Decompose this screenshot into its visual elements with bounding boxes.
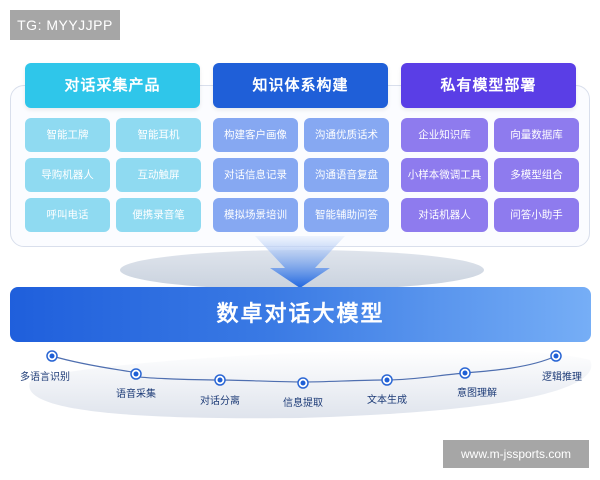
watermark-top: TG: MYYJJPP — [10, 10, 120, 40]
feature-card: 向量数据库 — [494, 118, 579, 152]
capability-label: 多语言识别 — [20, 372, 70, 383]
feature-card: 小样本微调工具 — [401, 158, 488, 192]
feature-card: 对话机器人 — [401, 198, 488, 232]
column-header: 知识体系构建 — [213, 63, 388, 108]
column-header: 私有模型部署 — [401, 63, 576, 108]
feature-card: 沟通语音复盘 — [304, 158, 389, 192]
feature-card: 智能工牌 — [25, 118, 110, 152]
column-dialog-collection: 对话采集产品 智能工牌 智能耳机 导购机器人 互动触屏 呼叫电话 便携录音笔 — [25, 63, 201, 232]
feature-card: 互动触屏 — [116, 158, 201, 192]
feature-card: 便携录音笔 — [116, 198, 201, 232]
feature-card: 多模型组合 — [494, 158, 579, 192]
column-header: 对话采集产品 — [25, 63, 200, 108]
model-title-bar: 数卓对话大模型 — [10, 287, 591, 342]
feature-card: 智能辅助问答 — [304, 198, 389, 232]
watermark-bottom: www.m-jssports.com — [443, 440, 589, 468]
capability-label: 意图理解 — [457, 388, 497, 399]
capability-label: 文本生成 — [367, 395, 407, 406]
down-arrow-icon — [255, 236, 345, 288]
column-knowledge-system: 知识体系构建 构建客户画像 沟通优质话术 对话信息记录 沟通语音复盘 模拟场景培… — [213, 63, 389, 232]
feature-card: 企业知识库 — [401, 118, 488, 152]
feature-card: 沟通优质话术 — [304, 118, 389, 152]
feature-card: 智能耳机 — [116, 118, 201, 152]
capability-label: 语音采集 — [116, 389, 156, 400]
capability-timeline — [29, 349, 592, 419]
feature-card: 对话信息记录 — [213, 158, 298, 192]
capability-label: 信息提取 — [283, 398, 323, 409]
feature-card: 构建客户画像 — [213, 118, 298, 152]
capability-label: 对话分离 — [200, 396, 240, 407]
feature-card: 问答小助手 — [494, 198, 579, 232]
feature-card: 模拟场景培训 — [213, 198, 298, 232]
feature-card: 呼叫电话 — [25, 198, 110, 232]
feature-card: 导购机器人 — [25, 158, 110, 192]
capability-label: 逻辑推理 — [542, 372, 582, 383]
column-private-model: 私有模型部署 企业知识库 向量数据库 小样本微调工具 多模型组合 对话机器人 问… — [401, 63, 579, 232]
